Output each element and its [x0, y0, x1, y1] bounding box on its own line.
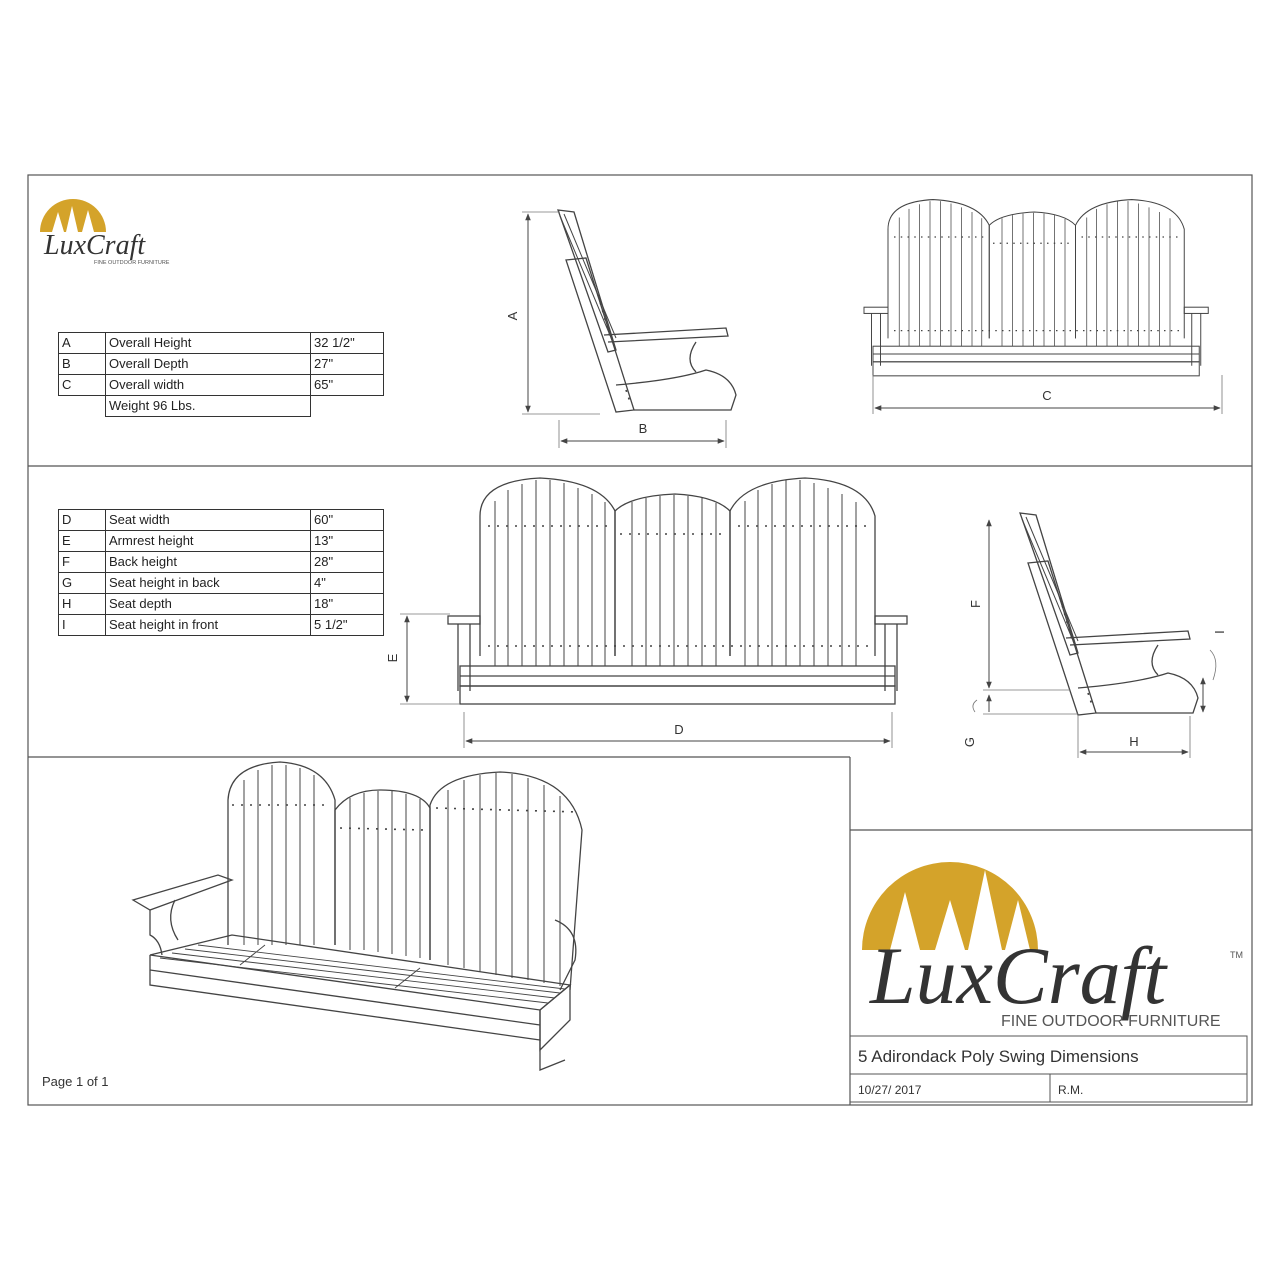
- dimension-g: G: [962, 694, 1078, 747]
- row-letter: G: [58, 572, 106, 594]
- sheet-frame: [27, 174, 1253, 1106]
- row-label: Armrest height: [105, 530, 311, 552]
- drawing-title: 5 Adirondack Poly Swing Dimensions: [858, 1047, 1139, 1066]
- row-value: 13": [310, 530, 384, 552]
- table-row: F Back height 28": [58, 551, 384, 573]
- row-value: 27": [310, 353, 384, 375]
- side-view-detail: [1019, 512, 1199, 716]
- row-label: Overall width: [105, 374, 311, 396]
- dimension-h: H: [1077, 716, 1191, 758]
- dimension-label-d: D: [674, 722, 683, 737]
- row-value: 60": [310, 509, 384, 531]
- overall-dimensions-table: A Overall Height 32 1/2" B Overall Depth…: [58, 332, 384, 417]
- row-value: 28": [310, 551, 384, 573]
- row-label: Seat width: [105, 509, 311, 531]
- dimension-label-a: A: [505, 311, 520, 320]
- table-row: D Seat width 60": [58, 509, 384, 531]
- row-value: 4": [310, 572, 384, 594]
- row-value: 18": [310, 593, 384, 615]
- table-row: B Overall Depth 27": [58, 353, 384, 375]
- page-label: Page 1 of 1: [42, 1074, 109, 1089]
- dimension-d: D: [463, 712, 893, 748]
- table-row: E Armrest height 13": [58, 530, 384, 552]
- table-row: I Seat height in front 5 1/2": [58, 614, 384, 636]
- dimension-label-g: G: [962, 737, 977, 747]
- side-view-overall: [557, 209, 737, 413]
- table-row: Weight 96 Lbs.: [59, 395, 384, 417]
- row-letter: B: [58, 353, 106, 375]
- dimension-b: B: [558, 420, 727, 448]
- front-view-overall: [863, 198, 1209, 377]
- brand-tagline-large: FINE OUTDOOR FURNITURE: [1001, 1013, 1221, 1030]
- table-row: C Overall width 65": [58, 374, 384, 396]
- dimension-label-c: C: [1042, 388, 1051, 403]
- dimension-label-e: E: [385, 653, 400, 662]
- dimension-e: E: [385, 613, 460, 705]
- brand-name-large: LuxCraft: [869, 930, 1168, 1021]
- dimension-f: F: [968, 519, 1070, 691]
- brand-logo-small: LuxCraft FINE OUTDOOR FURNITURE: [40, 199, 170, 266]
- perspective-view: [131, 761, 583, 1071]
- row-label: Overall Height: [105, 332, 311, 354]
- row-letter: H: [58, 593, 106, 615]
- dimension-a: A: [505, 211, 600, 415]
- row-value: 32 1/2": [310, 332, 384, 354]
- row-letter: D: [58, 509, 106, 531]
- row-value: 65": [310, 374, 384, 396]
- row-letter: A: [58, 332, 106, 354]
- drawing-date: 10/27/ 2017: [858, 1083, 922, 1097]
- row-label: Back height: [105, 551, 311, 573]
- row-label: Seat height in back: [105, 572, 311, 594]
- table-row: A Overall Height 32 1/2": [58, 332, 384, 354]
- dimension-c: C: [872, 375, 1223, 414]
- brand-trademark: TM: [1230, 950, 1243, 960]
- row-letter: I: [58, 614, 106, 636]
- row-label: Overall Depth: [105, 353, 311, 375]
- brand-logo-large: LuxCraft TM FINE OUTDOOR FURNITURE: [862, 862, 1243, 1030]
- row-label: Seat depth: [105, 593, 311, 615]
- dimension-label-b: B: [639, 421, 648, 436]
- detail-dimensions-table: D Seat width 60" E Armrest height 13" F …: [58, 509, 384, 636]
- dimension-label-h: H: [1129, 734, 1138, 749]
- dimension-i: I: [1200, 630, 1227, 713]
- brand-tagline-small: FINE OUTDOOR FURNITURE: [94, 260, 170, 266]
- drawing-author: R.M.: [1058, 1083, 1083, 1097]
- weight-cell: Weight 96 Lbs.: [105, 395, 311, 417]
- row-value: 5 1/2": [310, 614, 384, 636]
- table-row: G Seat height in back 4": [58, 572, 384, 594]
- title-block: [849, 1035, 1248, 1103]
- row-letter: F: [58, 551, 106, 573]
- row-letter: E: [58, 530, 106, 552]
- row-label: Seat height in front: [105, 614, 311, 636]
- table-row: H Seat depth 18": [58, 593, 384, 615]
- dimension-label-i: I: [1212, 630, 1227, 634]
- brand-name-small: LuxCraft: [43, 230, 146, 261]
- front-view-detail: [447, 477, 908, 705]
- row-letter: C: [58, 374, 106, 396]
- dimension-label-f: F: [968, 600, 983, 608]
